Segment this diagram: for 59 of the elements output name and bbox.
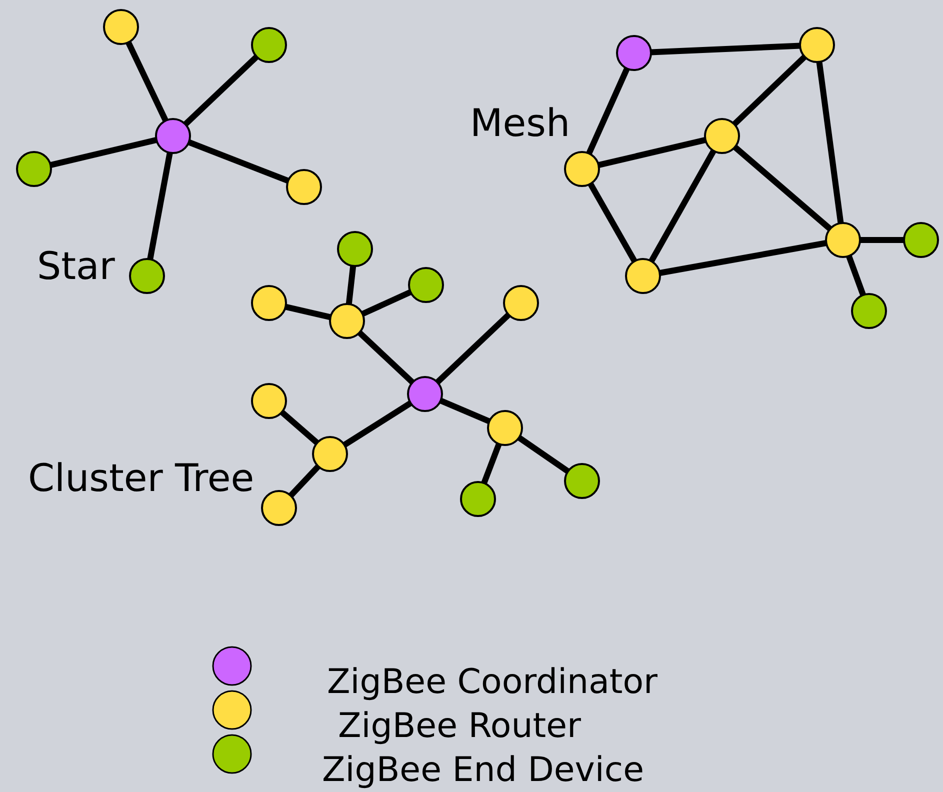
- link-line: [846, 254, 866, 296]
- network-node: [129, 258, 165, 294]
- network-node: [408, 267, 444, 303]
- link-line: [435, 312, 511, 384]
- link-line: [732, 144, 832, 232]
- link-line: [188, 139, 290, 184]
- network-node: [625, 258, 661, 294]
- link-line: [439, 398, 491, 424]
- network-node: [825, 222, 861, 258]
- link-line: [517, 435, 570, 474]
- link-line: [50, 137, 158, 168]
- link-line: [598, 136, 706, 168]
- network-node: [704, 118, 740, 154]
- network-node: [251, 285, 287, 321]
- network-node: [487, 410, 523, 446]
- link-line: [860, 237, 904, 243]
- network-node: [337, 231, 373, 267]
- network-node: [460, 481, 496, 517]
- link-line: [816, 61, 844, 224]
- network-node: [903, 222, 939, 258]
- topology-label: Mesh: [470, 104, 570, 142]
- network-node: [799, 27, 835, 63]
- legend-label: ZigBee Router: [338, 709, 581, 743]
- network-node: [261, 490, 297, 526]
- topology-label: Cluster Tree: [28, 459, 254, 497]
- link-line: [648, 149, 716, 263]
- network-node: [286, 169, 322, 205]
- link-line: [481, 442, 502, 484]
- link-line: [183, 54, 259, 126]
- network-node: [16, 151, 52, 187]
- legend-label: ZigBee End Device: [322, 753, 644, 787]
- link-line: [357, 330, 415, 385]
- network-node: [103, 9, 139, 45]
- link-line: [346, 266, 356, 304]
- network-node: [312, 436, 348, 472]
- network-node: [155, 118, 191, 154]
- link-line: [288, 464, 321, 498]
- topology-label: Star: [37, 247, 115, 285]
- network-node: [407, 376, 443, 412]
- network-node: [329, 303, 365, 339]
- link-line: [588, 182, 638, 263]
- network-node: [564, 151, 600, 187]
- link-line: [280, 410, 320, 446]
- link-line: [361, 289, 412, 317]
- legend-label: ZigBee Coordinator: [327, 665, 658, 699]
- link-line: [586, 67, 630, 155]
- link-line: [126, 41, 168, 122]
- network-node: [851, 293, 887, 329]
- network-node: [564, 463, 600, 499]
- network-node: [251, 383, 287, 419]
- link-line: [342, 400, 412, 448]
- network-node: [616, 35, 652, 71]
- network-node: [251, 27, 287, 63]
- link-line: [147, 152, 173, 260]
- network-node: [503, 285, 539, 321]
- link-line: [650, 42, 800, 56]
- link-line: [732, 54, 807, 126]
- link-line: [659, 240, 827, 276]
- link-line: [284, 304, 332, 320]
